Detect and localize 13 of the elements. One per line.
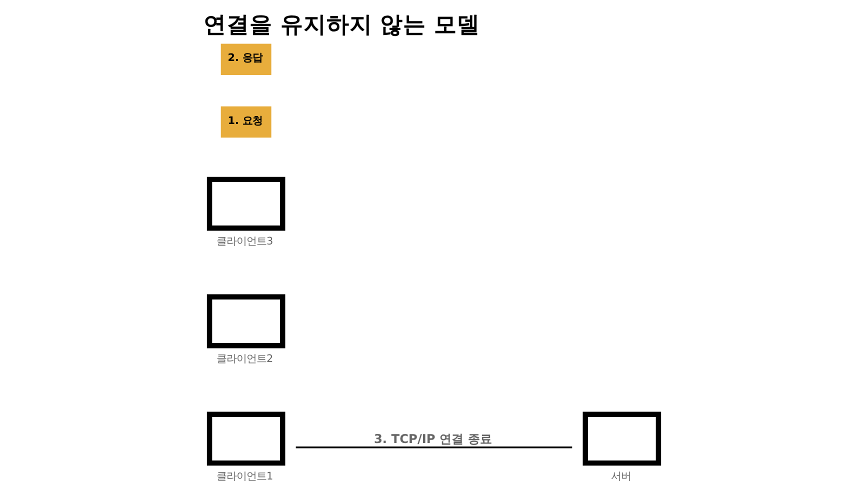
node-label: 서버 [610,470,631,482]
node-box [206,412,285,466]
node-box [582,412,661,466]
edge-label: 3. TCP/IP 연결 종료 [373,432,492,446]
node-label: 클라이언트1 [216,470,273,482]
node-box [206,176,285,231]
node-box [206,294,285,348]
node-box: 2. 응답 [220,44,271,76]
node-label: 클라이언트2 [216,352,273,365]
node-box: 1. 요청 [220,106,271,138]
connector [295,446,572,448]
diagram-title: 연결을 유지하지 않는 모델 [202,12,480,38]
node-label: 클라이언트3 [216,235,273,248]
